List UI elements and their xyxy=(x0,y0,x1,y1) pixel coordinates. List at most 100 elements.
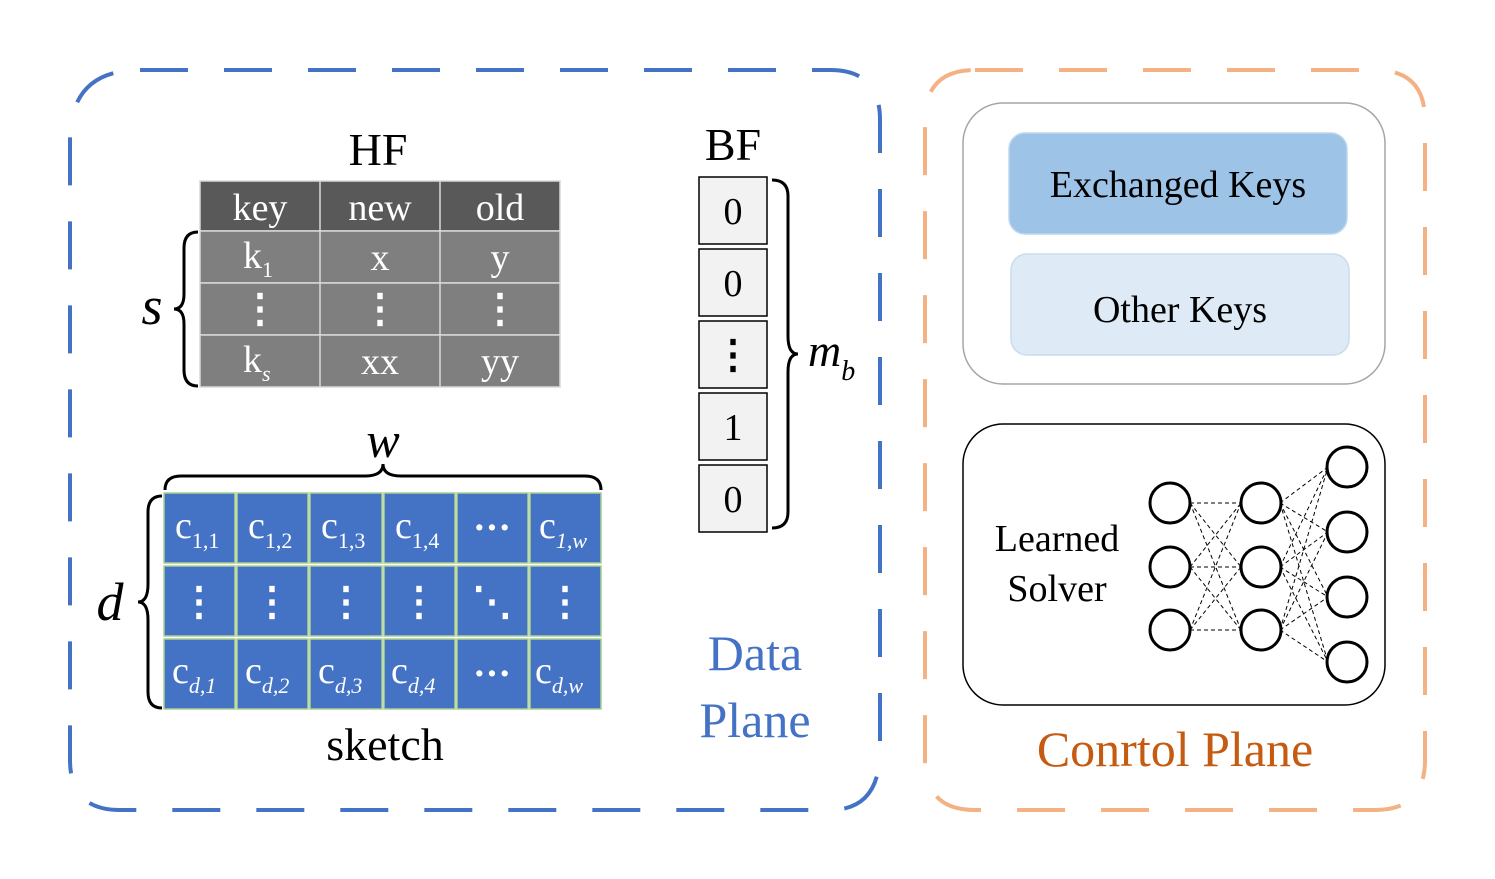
neural-network-nodes xyxy=(1148,445,1369,684)
bf-cell xyxy=(698,248,768,317)
hf-cell-key: ⋮ xyxy=(240,286,280,331)
cell-letter: c xyxy=(321,505,338,547)
sketch-vdots: ⋮ xyxy=(326,579,366,624)
bf-bit: 0 xyxy=(724,479,743,521)
hf-cell-new: x xyxy=(371,237,390,279)
hf-key-subscript: 1 xyxy=(262,257,273,282)
sketch-cell xyxy=(309,492,383,564)
sketch-cell-label: c1,2 xyxy=(248,505,292,553)
bf-bit: ⋮ xyxy=(713,332,753,377)
bf-cell xyxy=(698,464,768,533)
sketch-cell xyxy=(456,492,529,564)
cell-letter: c xyxy=(539,505,556,547)
sketch-cell xyxy=(309,638,383,710)
solver-label-line1: Learned xyxy=(995,518,1119,560)
nn-hidden-node xyxy=(1239,608,1283,652)
nn-hidden-node xyxy=(1239,481,1283,525)
bf-right-brace xyxy=(771,178,799,530)
cell-subscript: d,2 xyxy=(262,673,290,698)
data-plane-border xyxy=(68,68,882,812)
sketch-cell xyxy=(529,638,602,710)
sketch-grid: c1,1 c1,2 c1,3 c1,4 ··· c1,w ⋮ ⋮ ⋮ ⋮ ⋱ ⋮… xyxy=(163,492,602,710)
sketch-cell xyxy=(529,492,602,564)
hf-cell-old: y xyxy=(491,237,510,279)
hf-header-old: old xyxy=(476,187,525,229)
sketch-vdots: ⋮ xyxy=(545,579,585,624)
hf-cell-key: ks xyxy=(243,339,271,386)
sketch-cell-label: cd,w xyxy=(535,650,583,698)
cell-subscript: d,4 xyxy=(408,673,436,698)
other-keys-box xyxy=(1010,253,1350,356)
cell-letter: c xyxy=(248,505,265,547)
sketch-cell-label: cd,4 xyxy=(391,650,435,698)
bf-cell xyxy=(698,320,768,389)
hf-cell-new: ⋮ xyxy=(360,286,400,331)
bf-bit: 0 xyxy=(724,263,743,305)
sketch-ellipsis: ··· xyxy=(473,653,511,695)
sketch-ddots: ⋱ xyxy=(472,579,512,624)
sketch-cell-label: c1,4 xyxy=(395,505,439,553)
hf-row xyxy=(199,282,561,336)
hf-title: HF xyxy=(349,124,408,175)
sketch-cell xyxy=(383,565,456,637)
hf-cell-key: k1 xyxy=(243,235,273,282)
sketch-cell-label: c1,3 xyxy=(321,505,365,553)
nn-output-node xyxy=(1325,640,1369,684)
sketch-cell xyxy=(383,638,456,710)
cell-subscript: d,w xyxy=(552,673,584,698)
hf-brace-label: s xyxy=(141,276,162,336)
sketch-cell xyxy=(236,565,309,637)
sketch-cell xyxy=(309,565,383,637)
bf-brace-label: mb xyxy=(808,325,855,387)
sketch-cell xyxy=(163,492,236,564)
sketch-vdots: ⋮ xyxy=(252,579,292,624)
bf-title: BF xyxy=(705,119,761,170)
bf-bit: 1 xyxy=(724,407,743,449)
bf-label-letter: m xyxy=(808,325,841,376)
bf-label-subscript: b xyxy=(841,356,855,387)
sketch-cell-label: cd,3 xyxy=(318,650,362,698)
nn-input-node xyxy=(1148,608,1192,652)
exchanged-keys-label: Exchanged Keys xyxy=(1050,164,1306,206)
bf-bit: 0 xyxy=(724,191,743,233)
cell-letter: c xyxy=(245,650,262,692)
sketch-ellipsis: ··· xyxy=(473,507,511,549)
control-plane-label: Conrtol Plane xyxy=(1037,721,1313,777)
sketch-cell xyxy=(163,565,236,637)
hf-left-brace xyxy=(173,230,199,388)
sketch-cell xyxy=(236,492,309,564)
sketch-cell-label: c1,1 xyxy=(175,505,219,553)
sketch-cell-label: cd,2 xyxy=(245,650,289,698)
nn-output-node xyxy=(1325,510,1369,554)
hf-table: key new old k1 x y ⋮ ⋮ ⋮ ks xx yy xyxy=(199,180,561,388)
cell-subscript: 1,3 xyxy=(338,528,366,553)
exchanged-keys-box xyxy=(1008,132,1348,235)
sketch-vdots: ⋮ xyxy=(399,579,439,624)
hf-key-letter: k xyxy=(243,339,262,381)
data-plane-label-line1: Data xyxy=(708,625,802,681)
cell-subscript: 1,4 xyxy=(412,528,440,553)
hf-cell-new: xx xyxy=(361,341,399,383)
data-plane-label-line2: Plane xyxy=(699,692,810,748)
cell-letter: c xyxy=(318,650,335,692)
sketch-cell xyxy=(383,492,456,564)
cell-subscript: 1,1 xyxy=(192,528,220,553)
nn-output-node xyxy=(1325,445,1369,489)
sketch-left-brace xyxy=(137,494,163,710)
hf-cell-old: ⋮ xyxy=(480,286,520,331)
cell-subscript: 1,w xyxy=(556,528,588,553)
bf-array: 0 0 ⋮ 1 0 xyxy=(698,176,768,533)
nn-input-node xyxy=(1148,545,1192,589)
sketch-cell xyxy=(163,638,236,710)
sketch-cell xyxy=(456,638,529,710)
sketch-cell xyxy=(529,565,602,637)
solver-label-line2: Solver xyxy=(1007,568,1107,610)
cell-letter: c xyxy=(175,505,192,547)
sketch-cell-label: c1,w xyxy=(539,505,587,553)
hf-cell-old: yy xyxy=(481,341,519,383)
bf-cell xyxy=(698,392,768,461)
neural-network-icon xyxy=(1189,466,1329,663)
sketch-width-label: w xyxy=(366,412,399,468)
sketch-vdots: ⋮ xyxy=(179,579,219,624)
